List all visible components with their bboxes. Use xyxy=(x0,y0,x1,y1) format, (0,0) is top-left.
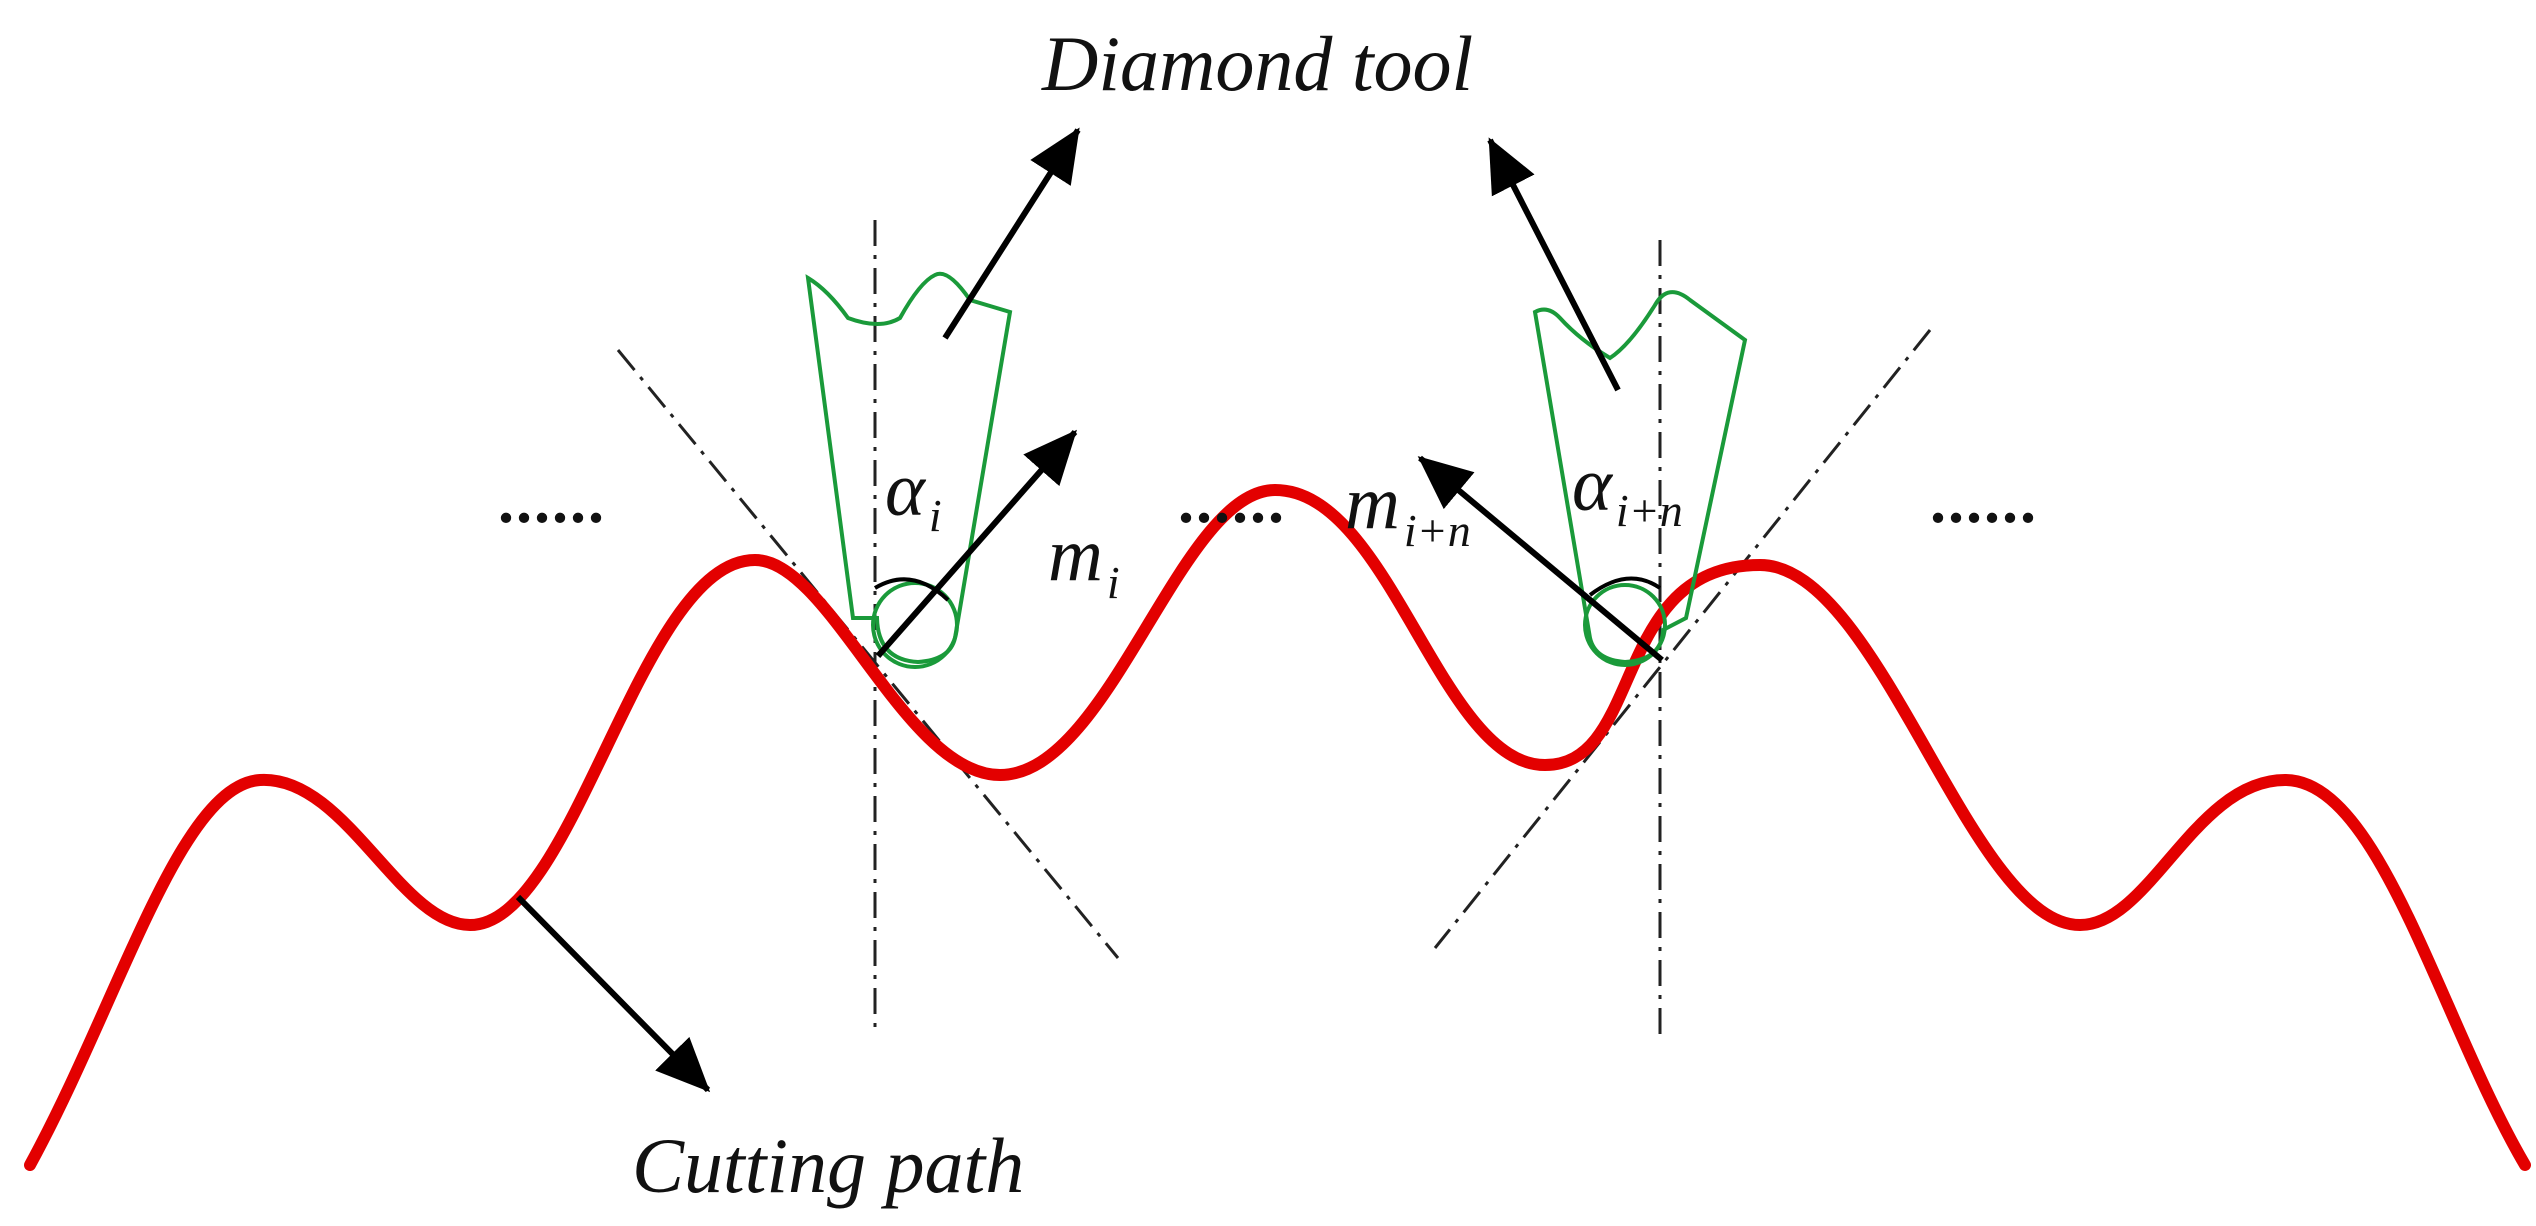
angle-arc-alpha-in xyxy=(1588,576,1662,597)
m-i-plus-n-label: mi+n xyxy=(1345,461,1471,556)
alpha-i-label: αi xyxy=(885,448,942,541)
angle-arcs xyxy=(873,576,1662,602)
normal-vector-mi-arrow xyxy=(875,429,1078,658)
tangent-line-right xyxy=(1433,329,1932,949)
tool-nose-circle-left xyxy=(871,581,959,669)
tool-outline-left xyxy=(805,271,1013,665)
cutting-path-arrow xyxy=(515,894,711,1093)
ellipsis-right: ...... xyxy=(1930,465,2038,536)
cutting-path-label: Cutting path xyxy=(632,1122,1024,1209)
ellipsis-left: ...... xyxy=(498,465,606,536)
tool-nose-circle-right xyxy=(1583,583,1667,667)
diamond-tool-arrow-right xyxy=(1487,137,1621,392)
alpha-i-plus-n-label: αi+n xyxy=(1572,443,1683,536)
arrows xyxy=(515,127,1664,1093)
angle-arc-alpha-i xyxy=(873,577,950,602)
ellipsis-middle: ...... xyxy=(1178,465,1286,536)
diamond-tool-label: Diamond tool xyxy=(1041,20,1473,107)
m-i-label: mi xyxy=(1048,513,1120,608)
diamond-tool-arrow-left xyxy=(942,127,1081,340)
tool-outline-right xyxy=(1532,290,1748,665)
cutting-path-curve xyxy=(24,483,2531,1171)
diamond-tool-left xyxy=(805,271,1013,669)
tangent-line-left xyxy=(616,349,1120,959)
diamond-tool-right xyxy=(1532,290,1748,667)
normal-vector-min-arrow xyxy=(1417,455,1664,663)
